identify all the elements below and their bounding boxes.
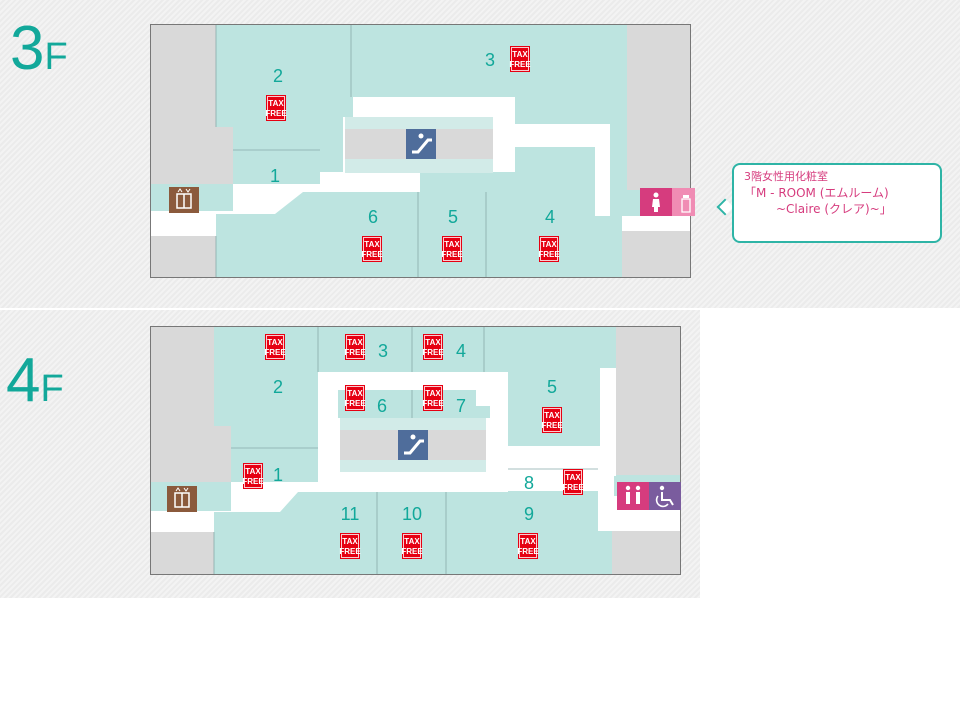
shop-9-number: 9 [524,504,534,524]
tax-free-icon [360,235,384,263]
powder-room-subname: ~Claire (クレア)~」 [776,202,892,216]
service-area [151,25,216,184]
tax-free-icon [561,468,585,496]
elevator-icon [169,187,199,213]
shop-3-number: 3 [485,50,495,70]
floor-4-suffix: F [40,368,64,410]
floor-4-label: 4F [6,350,64,412]
tax-free-icon [263,333,287,361]
tax-free-icon [421,384,445,412]
escalator-icon [398,430,428,460]
shop-8-number: 8 [524,473,534,493]
floor-3-label: 3F [10,18,68,80]
tax-free-icon [516,532,540,560]
tax-free-icon [508,45,532,73]
floor-4-number: 4 [6,346,41,415]
tax-free-icon [343,333,367,361]
tax-free-icon [264,94,288,122]
elevator-icon [167,486,197,512]
floor-4-map: 2 3 4 5 6 7 1 8 9 10 11 [150,326,685,578]
tax-free-icon [343,384,367,412]
shop-4-number: 4 [456,341,466,361]
floor-3-map: TAX FREE 2 3 1 6 5 4 [150,24,695,280]
tax-free-icon [440,235,464,263]
tax-free-icon [400,532,424,560]
tax-free-icon [537,235,561,263]
shop-5-number: 5 [547,377,557,397]
shop-6-number: 6 [377,396,387,416]
restroom-icon [617,482,649,510]
accessible-icon [649,482,681,510]
shop-4-number: 4 [545,207,555,227]
shop-5-number: 5 [448,207,458,227]
shop-1-number: 1 [270,166,280,186]
shop-2-number: 2 [273,66,283,86]
tax-free-icon [241,462,265,490]
powder-room-icon [672,188,695,216]
powder-room-title: 3階女性用化粧室 [744,170,828,183]
tax-free-icon [338,532,362,560]
shop-10-number: 10 [402,504,422,524]
powder-room-name: 「M - ROOM (エムルーム) [744,186,889,200]
floor-3-number: 3 [10,14,45,83]
shop-1-number: 1 [273,465,283,485]
female-restroom-icon [640,188,672,216]
escalator-icon [406,129,436,159]
shop-7-number: 7 [456,396,466,416]
shop-11-number: 11 [341,504,360,524]
powder-room-callout: 3階女性用化粧室 「M - ROOM (エムルーム) ~Claire (クレア)… [732,163,942,243]
tax-free-icon [540,406,564,434]
floor-3-suffix: F [44,36,68,78]
shop-3-number: 3 [378,341,388,361]
shop-2-number: 2 [273,377,283,397]
shop-6-number: 6 [368,207,378,227]
tax-free-icon [421,333,445,361]
